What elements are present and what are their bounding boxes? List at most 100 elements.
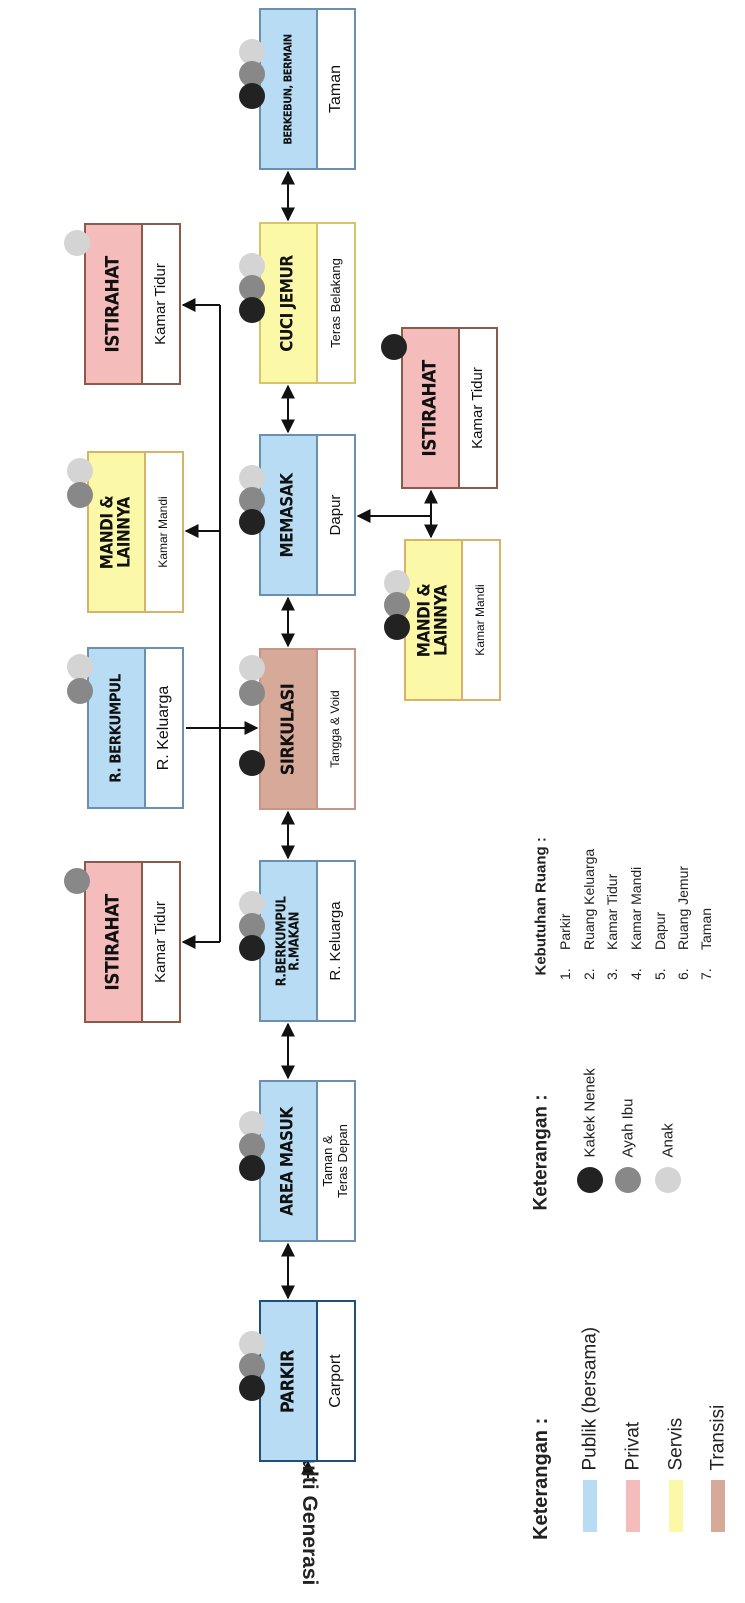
room-label: R. Keluarga: [154, 685, 172, 771]
room-label: Kamar Tidur: [152, 263, 170, 345]
space-box-berkumpul-makan: [259, 860, 356, 1022]
user-dot-anak: [239, 1331, 265, 1357]
needs-number: 1.: [557, 968, 573, 980]
zone-legend-label: Transisi: [707, 1404, 728, 1470]
user-dot-ayah: [239, 61, 265, 87]
space-box-sirkulasi: [259, 648, 356, 810]
needs-item-label: Parkir: [557, 913, 573, 950]
room-label: Kamar Tidur: [152, 901, 170, 983]
user-dot-anak: [64, 230, 90, 256]
user-dot-anak: [239, 465, 265, 491]
zone-fill: [261, 224, 318, 382]
legend-dot-anak: [655, 1167, 681, 1193]
room-label: Teras Belakang: [327, 258, 343, 348]
space-box-area-masuk: [259, 1080, 356, 1242]
user-dot-anak: [239, 1111, 265, 1137]
activity-label: MANDI &LAINNYA: [96, 495, 134, 569]
user-dot-ayah: [64, 868, 90, 894]
needs-item-label: Taman: [698, 907, 714, 950]
needs-item-label: Ruang Jemur: [675, 865, 691, 950]
needs-number: 2.: [581, 968, 597, 980]
zone-fill: [86, 863, 143, 1021]
zone-fill: [261, 650, 318, 808]
needs-item-label: Kamar Tidur: [604, 873, 620, 950]
user-dot-anak: [67, 654, 93, 680]
activity-label: ISTIRAHAT: [101, 893, 123, 991]
space-box-istirahat-2: [84, 223, 181, 385]
connection-lines: [181, 170, 438, 1478]
room-label: Kamar Mandi: [156, 496, 171, 568]
room-label: Taman &Teras Depan: [320, 1124, 350, 1198]
needs-item-label: Ruang Keluarga: [581, 848, 597, 950]
room-label: Taman: [326, 64, 344, 114]
user-dot-kakek: [239, 83, 265, 109]
space-box-mandi-1: [87, 451, 184, 613]
room-label: Dapur: [327, 494, 345, 536]
space-box-r-berkumpul: [87, 647, 184, 809]
user-dot-ayah: [239, 487, 265, 513]
needs-number: 5.: [652, 968, 668, 980]
zone-fill: [261, 436, 318, 594]
user-dot-kakek: [239, 1155, 265, 1181]
user-legend-label: Ayah Ibu: [619, 1098, 637, 1157]
user-dot-ayah: [239, 913, 265, 939]
activity-label: ISTIRAHAT: [101, 255, 123, 353]
needs-number: 3.: [604, 968, 620, 980]
zone-legend-label: Privat: [622, 1421, 643, 1470]
zone-fill: [261, 862, 318, 1020]
space-box-istirahat-1: [84, 861, 181, 1023]
needs-number: 6.: [675, 968, 691, 980]
needs-item-label: Dapur: [652, 911, 668, 950]
space-box-cuci-jemur: [259, 222, 356, 384]
zone-swatch-transisi: [711, 1480, 725, 1532]
user-dot-anak: [239, 891, 265, 917]
user-dot-ayah: [384, 592, 410, 618]
user-legend-heading: Keterangan :: [530, 1093, 551, 1210]
user-dot-ayah: [239, 275, 265, 301]
zone-swatch-servis: [669, 1480, 683, 1532]
user-dot-anak: [384, 570, 410, 596]
user-dot-anak: [67, 458, 93, 484]
activity-label: CUCI JEMUR: [277, 254, 297, 352]
activity-label: SIRKULASI: [276, 683, 298, 775]
space-box-mandi-2: [404, 539, 501, 701]
zone-fill: [89, 453, 146, 611]
user-dot-ayah: [239, 1353, 265, 1379]
activity-label: BERKEBUN, BERMAIN: [281, 33, 294, 145]
zone-fill: [86, 225, 143, 383]
room-label: Kamar Mandi: [473, 584, 488, 656]
user-dot-ayah: [67, 678, 93, 704]
user-dot-anak: [239, 253, 265, 279]
room-label: R. Keluarga: [327, 901, 345, 981]
zone-legend-heading: Keterangan :: [529, 1417, 552, 1540]
zone-fill: [261, 1082, 318, 1240]
needs-heading: Kebutuhan Ruang :: [532, 836, 550, 975]
user-legend-label: Anak: [659, 1122, 677, 1157]
zone-legend-label: Publik (bersama): [579, 1326, 600, 1470]
activity-label: ISTIRAHAT: [418, 359, 440, 457]
user-dot-kakek: [239, 1375, 265, 1401]
user-dot-kakek: [381, 334, 407, 360]
zone-fill: [406, 541, 463, 699]
space-box-berkebun: [259, 8, 356, 170]
user-dot-anak: [239, 39, 265, 65]
zone-fill: [261, 1302, 318, 1460]
user-dot-kakek: [239, 935, 265, 961]
activity-label: PARKIR: [276, 1349, 298, 1413]
activity-label: MEMASAK: [277, 473, 297, 557]
zone-fill: [403, 329, 460, 487]
user-dot-anak: [239, 655, 265, 681]
space-box-istirahat-3: [401, 327, 498, 489]
user-dot-kakek: [239, 750, 265, 776]
user-dot-kakek: [239, 509, 265, 535]
activity-label: R. BERKUMPUL: [106, 673, 124, 783]
room-label: Carport: [326, 1354, 344, 1408]
activity-label: AREA MASUK: [277, 1106, 297, 1216]
needs-item-label: Kamar Mandi: [628, 866, 644, 950]
zone-fill: [261, 10, 318, 168]
legend-dot-kakek: [577, 1167, 603, 1193]
needs-number: 4.: [628, 968, 644, 980]
zone-swatch-publik: [583, 1480, 597, 1532]
